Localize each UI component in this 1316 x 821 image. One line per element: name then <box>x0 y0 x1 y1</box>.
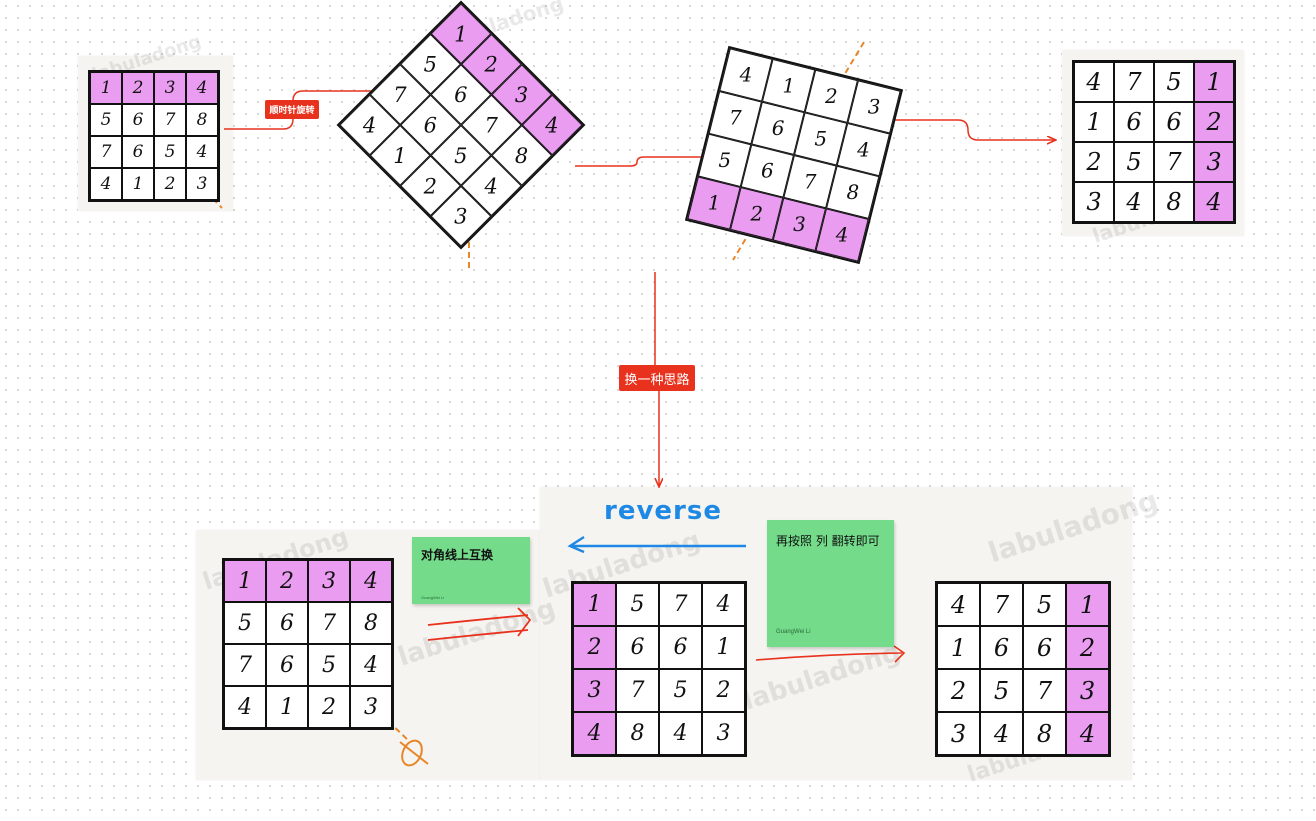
matrix-cell: 4 <box>980 712 1023 755</box>
matrix-cell: 4 <box>350 644 392 686</box>
matrix-cell: 3 <box>1194 142 1234 182</box>
matrix-cell: 4 <box>702 583 745 626</box>
matrix-cell: 7 <box>90 136 122 168</box>
matrix-cell: 3 <box>186 168 218 200</box>
sticky-note-swap[interactable]: 对角线上互换 GuangWei Li <box>412 537 530 604</box>
sticky-note-author: GuangWei Li <box>421 595 445 600</box>
matrix-cell: 6 <box>659 626 702 669</box>
matrix-cell: 6 <box>1114 102 1154 142</box>
sticky-note-text: 再按照 列 翻转即可 <box>776 534 880 548</box>
matrix-cell: 4 <box>186 72 218 104</box>
matrix-cell: 3 <box>1066 669 1109 712</box>
matrix-cell: 4 <box>937 583 980 626</box>
matrix-cell: 4 <box>350 560 392 602</box>
matrix-cell: 7 <box>616 669 659 712</box>
sticky-note-author: GuangWei Li <box>776 629 811 635</box>
matrix-cell: 6 <box>122 136 154 168</box>
matrix-cell: 2 <box>154 168 186 200</box>
matrix-cell: 5 <box>1114 142 1154 182</box>
matrix-cell: 4 <box>1114 182 1154 222</box>
matrix-cell: 7 <box>1114 62 1154 102</box>
matrix-cell: 6 <box>266 644 308 686</box>
matrix-cell: 7 <box>980 583 1023 626</box>
matrix-cell: 4 <box>186 136 218 168</box>
matrix-cell: 6 <box>1154 102 1194 142</box>
matrix-cell: 4 <box>1074 62 1114 102</box>
matrix-cell: 8 <box>616 712 659 755</box>
matrix-cell: 2 <box>266 560 308 602</box>
matrix-cell: 3 <box>937 712 980 755</box>
sticky-note-flip[interactable]: 再按照 列 翻转即可 GuangWei Li <box>767 520 894 647</box>
matrix-cell: 3 <box>154 72 186 104</box>
arrow-tilted-to-result <box>894 119 1055 140</box>
matrix-cell: 8 <box>350 602 392 644</box>
matrix-cell: 4 <box>659 712 702 755</box>
matrix-cell: 1 <box>224 560 266 602</box>
matrix-cell: 6 <box>980 626 1023 669</box>
matrix-cell: 4 <box>1194 182 1234 222</box>
matrix-cell: 5 <box>308 644 350 686</box>
matrix-cell: 3 <box>1074 182 1114 222</box>
matrix-cell: 5 <box>616 583 659 626</box>
matrix-cell: 6 <box>266 602 308 644</box>
matrix-cell: 5 <box>1154 62 1194 102</box>
matrix-cell: 5 <box>224 602 266 644</box>
matrix-cell: 1 <box>573 583 616 626</box>
matrix-cell: 8 <box>1154 182 1194 222</box>
matrix-cell: 1 <box>90 72 122 104</box>
matrix-cell: 5 <box>154 136 186 168</box>
matrix-cell: 4 <box>1066 712 1109 755</box>
matrix-cell: 5 <box>980 669 1023 712</box>
matrix-cell: 4 <box>90 168 122 200</box>
alternative-tag: 换一种思路 <box>619 365 695 391</box>
matrix-cell: 2 <box>1066 626 1109 669</box>
matrix-cell: 2 <box>308 686 350 728</box>
matrix-cell: 7 <box>224 644 266 686</box>
rotate-tag: 顺时针旋转 <box>265 100 319 119</box>
matrix-cell: 7 <box>308 602 350 644</box>
matrix-cell: 2 <box>1074 142 1114 182</box>
matrix-cell: 5 <box>659 669 702 712</box>
matrix-cell: 5 <box>90 104 122 136</box>
matrix-cell: 8 <box>186 104 218 136</box>
matrix-cell: 1 <box>266 686 308 728</box>
matrix-cell: 1 <box>122 168 154 200</box>
matrix-cell: 3 <box>308 560 350 602</box>
matrix-cell: 1 <box>1074 102 1114 142</box>
matrix-cell: 1 <box>1066 583 1109 626</box>
matrix-cell: 3 <box>573 669 616 712</box>
matrix-cell: 6 <box>122 104 154 136</box>
matrix-cell: 6 <box>616 626 659 669</box>
matrix-cell: 2 <box>122 72 154 104</box>
matrix-cell: 2 <box>573 626 616 669</box>
matrix-cell: 7 <box>1023 669 1066 712</box>
matrix-cell: 5 <box>1023 583 1066 626</box>
matrix-cell: 4 <box>573 712 616 755</box>
matrix-cell: 1 <box>1194 62 1234 102</box>
matrix-cell: 2 <box>702 669 745 712</box>
arrow-rotated-to-tilted <box>575 156 703 167</box>
matrix-cell: 2 <box>1194 102 1234 142</box>
matrix-cell: 8 <box>1023 712 1066 755</box>
matrix-cell: 6 <box>1023 626 1066 669</box>
matrix-cell: 4 <box>224 686 266 728</box>
matrix-cell: 1 <box>937 626 980 669</box>
matrix-cell: 3 <box>350 686 392 728</box>
matrix-cell: 1 <box>702 626 745 669</box>
matrix-cell: 7 <box>154 104 186 136</box>
matrix-cell: 2 <box>937 669 980 712</box>
matrix-cell: 7 <box>1154 142 1194 182</box>
sticky-note-text: 对角线上互换 <box>421 548 494 562</box>
matrix-cell: 7 <box>659 583 702 626</box>
matrix-cell: 3 <box>702 712 745 755</box>
reverse-label: reverse <box>604 496 722 526</box>
